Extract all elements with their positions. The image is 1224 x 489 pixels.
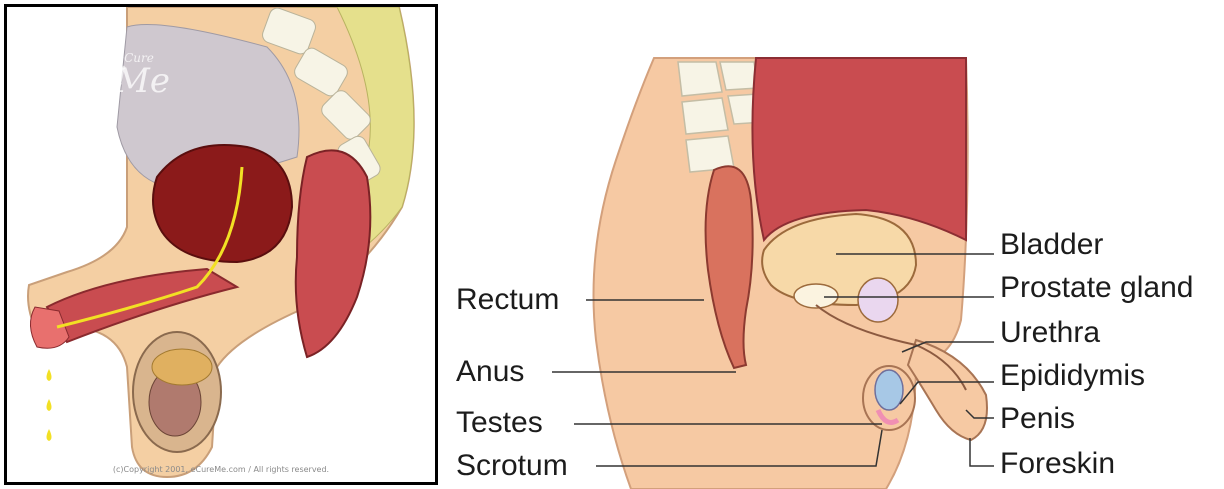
label-rectum: Rectum (456, 285, 559, 315)
penis-diagram (908, 340, 987, 440)
right-anatomy-drawing (446, 0, 1224, 489)
label-prostate-gland: Prostate gland (1000, 273, 1193, 303)
label-foreskin: Foreskin (1000, 449, 1115, 479)
epididymis-illustration (152, 349, 212, 385)
copyright-text: (c)Copyright 2001, eCureMe.com / All rig… (7, 465, 435, 474)
leader-foreskin (970, 438, 994, 466)
label-epididymis: Epididymis (1000, 361, 1145, 391)
label-urethra: Urethra (1000, 318, 1100, 348)
bladder-illustration (153, 145, 292, 262)
label-bladder: Bladder (1000, 230, 1103, 260)
left-anatomy-illustration: ✕ eCure Me (c)Copyright 2001, eCureMe.co… (4, 4, 438, 485)
label-penis: Penis (1000, 404, 1075, 434)
prostate-diagram (794, 284, 838, 308)
label-testes: Testes (456, 408, 543, 438)
right-anatomy-diagram: Rectum Anus Testes Scrotum Bladder Prost… (446, 0, 1224, 489)
rectum-illustration (296, 150, 371, 357)
urine-drops (47, 369, 52, 441)
testis-diagram (875, 370, 903, 410)
seminal-vesicle-diagram (858, 278, 898, 322)
left-anatomy-drawing (7, 7, 435, 482)
label-scrotum: Scrotum (456, 451, 568, 481)
watermark-big-text: Me (115, 61, 170, 101)
label-anus: Anus (456, 357, 524, 387)
